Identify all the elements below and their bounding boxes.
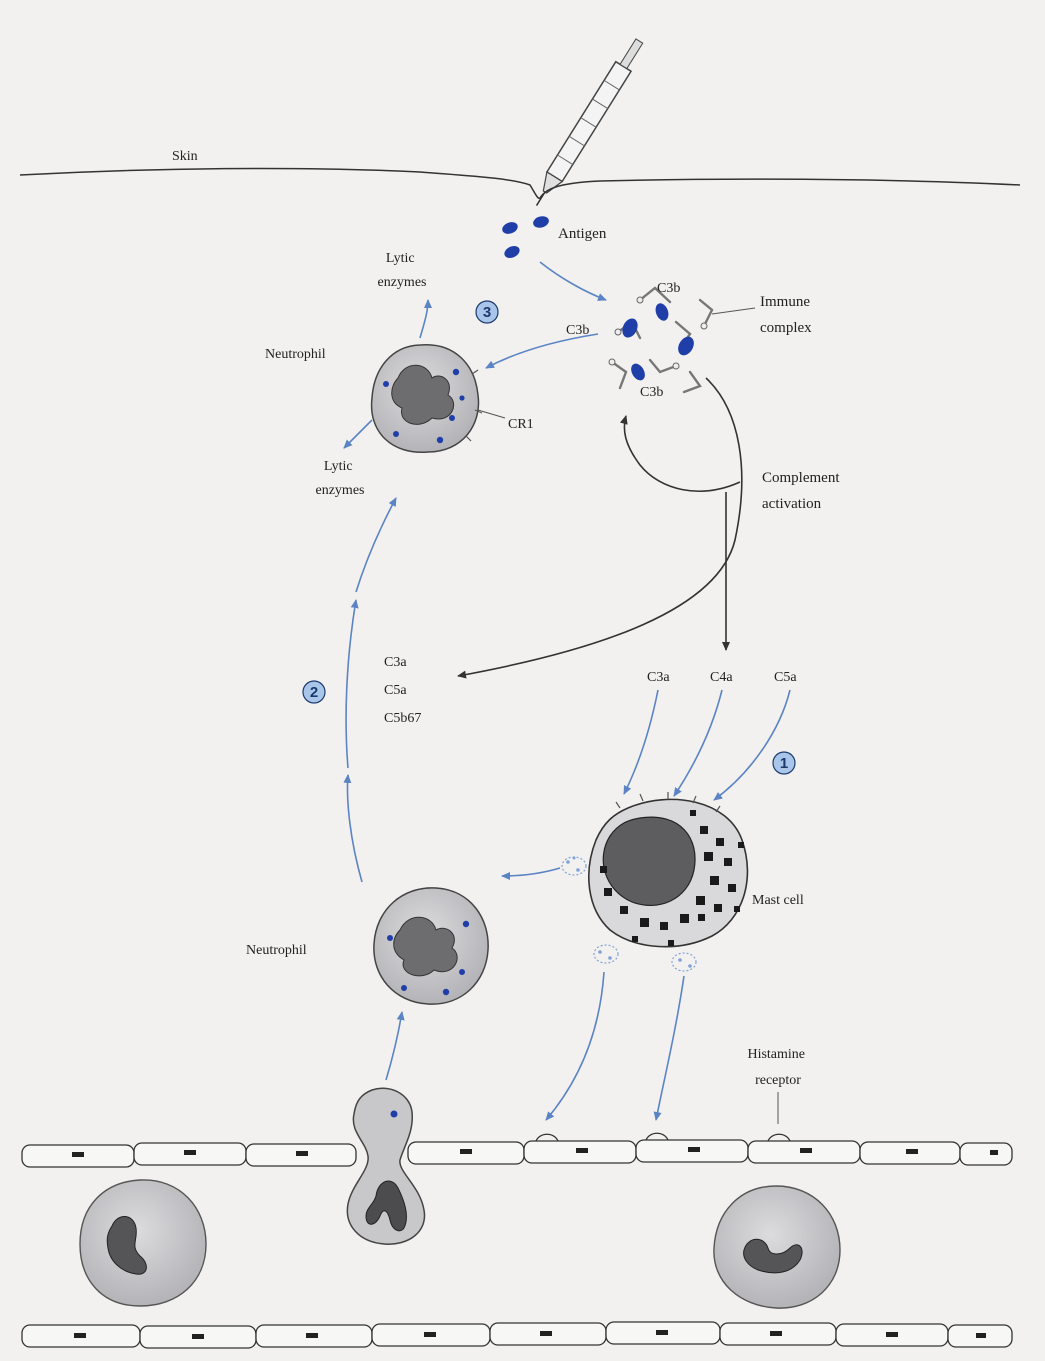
neutrophil-bottom: [374, 888, 488, 1004]
histamine-arrows: [546, 972, 684, 1120]
c3b-label-bottom: C3b: [640, 385, 663, 400]
neutrophil-top-label: Neutrophil: [265, 347, 326, 362]
step-2-badge: 2: [303, 681, 325, 703]
c3b-label-top: C3b: [657, 281, 680, 296]
vessel-wall-lower: [22, 1322, 1012, 1348]
antigen-particles: [501, 215, 551, 261]
syringe-icon: [529, 36, 647, 210]
arrow-to-lytic-mid: [344, 420, 372, 448]
anaphylatoxin-c3a-label: C3a: [647, 670, 670, 685]
immune-complex-label: Immune complex: [760, 294, 814, 336]
arrow-complement-loop: [624, 416, 740, 491]
cr1-label: CR1: [508, 417, 534, 432]
arrow-extravasation: [386, 1012, 402, 1080]
chemotactic-factors-label: C3a C5a C5b67: [384, 655, 421, 726]
svg-text:2: 2: [310, 684, 318, 701]
lytic-enzymes-mid-label: Lytic enzymes: [316, 459, 365, 498]
immune-complex: [609, 288, 712, 392]
step-3-badge: 3: [476, 301, 498, 323]
blood-neutrophil-left: [80, 1180, 206, 1306]
complement-activation-label: Complement activation: [762, 470, 843, 512]
mast-cell-label: Mast cell: [752, 893, 804, 908]
skin-label: Skin: [172, 149, 198, 164]
arrow-complex-to-chemotactic: [458, 378, 742, 676]
arrow-to-lytic-top: [420, 300, 428, 338]
histamine-receptor-label: Histamine receptor: [747, 1047, 808, 1088]
vessel-wall-upper: [22, 1133, 1012, 1167]
arrow-mast-to-neutrophil: [502, 868, 560, 876]
svg-text:1: 1: [780, 755, 788, 772]
skin-surface: [20, 168, 1020, 198]
arrow-antigen-to-complex: [540, 262, 606, 300]
lytic-enzymes-top-label: Lytic enzymes: [378, 251, 427, 290]
anaphylatoxin-arrows: [624, 690, 790, 800]
neutrophil-bottom-label: Neutrophil: [246, 943, 307, 958]
extravasating-neutrophil: [347, 1088, 424, 1244]
anaphylatoxin-c5a-label: C5a: [774, 670, 797, 685]
immune-complex-pointer: [712, 308, 755, 314]
cr1-pointer: [478, 410, 505, 418]
blood-neutrophil-right: [714, 1186, 840, 1308]
mast-cell: [562, 792, 747, 971]
neutrophil-top: [372, 345, 482, 453]
anaphylatoxin-c4a-label: C4a: [710, 670, 733, 685]
arrow-complex-to-neutrophil: [486, 334, 598, 368]
step-1-badge: 1: [773, 752, 795, 774]
antigen-label: Antigen: [558, 226, 607, 242]
svg-text:3: 3: [483, 304, 491, 321]
